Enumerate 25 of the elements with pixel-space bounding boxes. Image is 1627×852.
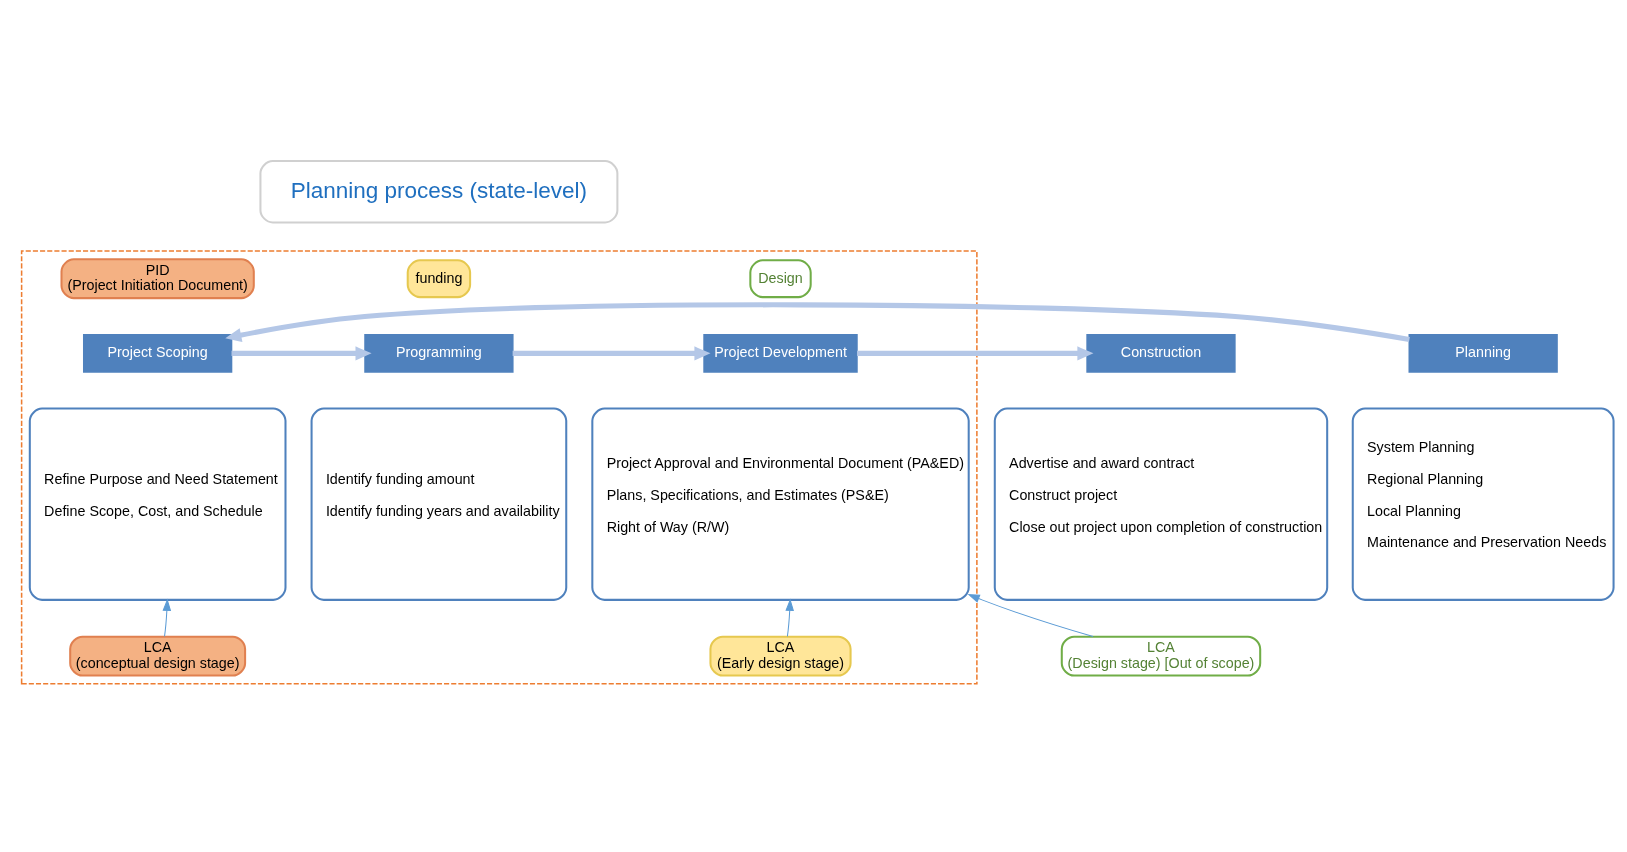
node-box: PID (Project Initiation Document) (60, 257, 255, 299)
arrow (162, 598, 172, 637)
node-box: LCA (conceptual design stage) (69, 635, 247, 677)
node-box: funding (406, 258, 472, 298)
arrow (225, 301, 1410, 342)
node-box: System Planning Regional Planning Local Planning Maintenance and Preservation Needs (1351, 407, 1615, 601)
arrow (785, 598, 794, 637)
node-box: LCA (Early design stage) (709, 635, 852, 677)
node-box: Identify funding amount Identify funding years and availability (310, 407, 568, 601)
arrow (512, 345, 711, 360)
node-box: Planning (1408, 333, 1558, 373)
arrow (967, 593, 1094, 637)
arrow (231, 345, 372, 360)
node-box: Project Approval and Environmental Document (PA&ED) Plans, Specifications, and Estimates (PS&E) Right of Way (R/W) (591, 407, 970, 601)
node-box: Project Development (703, 333, 858, 373)
node-box: Refine Purpose and Need Statement Define Scope, Cost, and Schedule (28, 407, 287, 601)
node-box: LCA (Design stage) [Out of scope) (1060, 635, 1262, 677)
cluster (20, 249, 978, 684)
node-box: Project Scoping (83, 333, 233, 373)
node-box: Advertise and award contract Construct project Close out project upon completion of construction (993, 407, 1329, 601)
node-box: Design (749, 258, 812, 298)
arrow (857, 345, 1094, 360)
node-box: Construction (1086, 333, 1236, 373)
node-box: Programming (364, 333, 514, 373)
node-box: Planning process (state-level) (259, 159, 619, 223)
